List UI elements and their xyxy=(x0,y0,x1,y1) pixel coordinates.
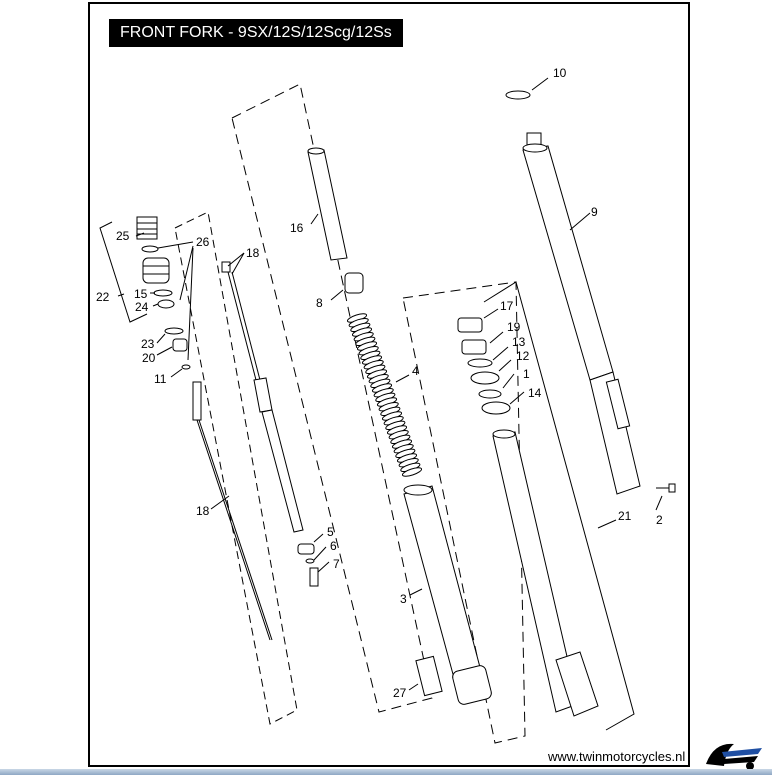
part-9-outer-tube xyxy=(522,132,641,495)
boundary-cartridge-group xyxy=(174,211,298,725)
part-14-seal xyxy=(481,401,511,415)
callout-3: 3 xyxy=(400,592,407,606)
callout-7: 7 xyxy=(333,557,340,571)
part-4-spring xyxy=(346,313,423,477)
part-20-nut xyxy=(172,338,188,352)
part-26-washer xyxy=(141,245,159,253)
callout-24: 24 xyxy=(135,300,149,314)
boundary-outer-group xyxy=(483,281,635,731)
part-17-bushing xyxy=(457,317,483,333)
callout-23: 23 xyxy=(141,337,155,351)
part-21-slider xyxy=(492,429,599,717)
part-10-circlip xyxy=(505,90,531,100)
callout-9: 9 xyxy=(591,205,598,219)
callout-8: 8 xyxy=(316,296,323,310)
callout-4: 4 xyxy=(412,364,419,378)
callout-11: 11 xyxy=(154,372,167,386)
callout-14: 14 xyxy=(528,386,542,400)
part-2-bolt xyxy=(656,483,676,493)
bracket-22 xyxy=(99,221,148,323)
callout-21: 21 xyxy=(618,509,632,523)
callout-22: 22 xyxy=(96,290,110,304)
part-25-cap xyxy=(136,216,158,240)
part-15-ring xyxy=(153,289,173,297)
boundary-damper-group xyxy=(231,83,433,713)
twin-motorcycles-logo-icon xyxy=(706,743,762,770)
callout-25: 25 xyxy=(116,229,130,243)
part-11-ring xyxy=(181,364,191,370)
callout-1: 1 xyxy=(523,367,530,381)
part-3-inner-tube xyxy=(403,484,492,705)
part-18-adjuster-rod xyxy=(192,381,273,641)
part-8-bushing xyxy=(344,272,364,294)
leader-lines xyxy=(117,77,663,691)
callout-10: 10 xyxy=(553,66,567,80)
callout-26: 26 xyxy=(196,235,210,249)
callout-15: 15 xyxy=(134,287,148,301)
callout-16: 16 xyxy=(290,221,304,235)
part-5-spacer xyxy=(297,543,315,555)
callout-2: 2 xyxy=(656,513,663,527)
callout-18-upper: 18 xyxy=(246,246,260,260)
callout-5: 5 xyxy=(327,525,334,539)
spring-coil xyxy=(401,467,423,477)
callout-17: 17 xyxy=(500,299,514,313)
watermark-url: www.twinmotorcycles.nl xyxy=(548,749,686,764)
callout-12: 12 xyxy=(516,349,530,363)
part-24-ring xyxy=(157,299,175,309)
diagram-title: FRONT FORK - 9SX/12S/12Scg/12Ss xyxy=(109,19,403,47)
callout-20: 20 xyxy=(142,351,156,365)
callout-19: 19 xyxy=(507,320,521,334)
boundary-slider-group xyxy=(402,281,526,744)
part-19-bushing xyxy=(461,339,487,355)
callout-6: 6 xyxy=(330,539,337,553)
part-18-damper-rod xyxy=(221,261,304,533)
part-27-guard xyxy=(415,655,443,697)
part-13-washer xyxy=(467,358,493,368)
part-22-housing xyxy=(142,257,170,284)
part-7-bolt xyxy=(309,567,319,587)
part-12-seal xyxy=(470,371,500,385)
callout-13: 13 xyxy=(512,335,526,349)
part-16-tube xyxy=(307,147,348,261)
callout-27: 27 xyxy=(393,686,407,700)
part-6-washer xyxy=(305,558,315,564)
bottom-bar xyxy=(0,769,772,775)
part-23-ring xyxy=(164,327,184,335)
part-1-clip xyxy=(478,389,502,399)
callout-18-lower: 18 xyxy=(196,504,210,518)
